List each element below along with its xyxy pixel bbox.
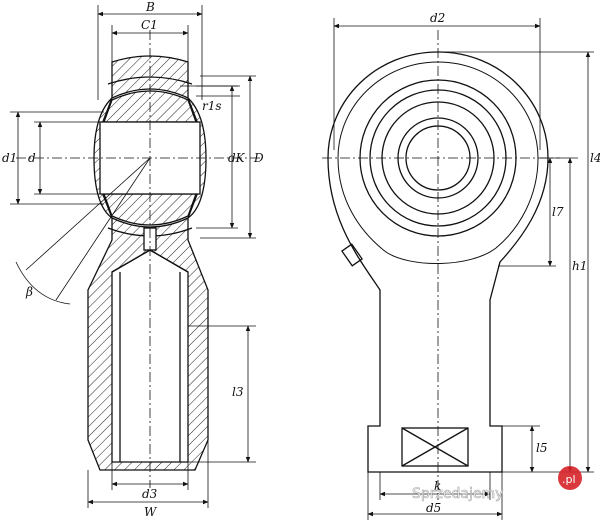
section-dimensions bbox=[10, 5, 256, 508]
label-d1: d1 bbox=[2, 151, 17, 165]
grease-nipple bbox=[341, 243, 363, 267]
cavity-top-right bbox=[149, 249, 189, 273]
housing-contour bbox=[337, 61, 539, 264]
label-l3: l3 bbox=[232, 385, 244, 399]
label-l4: l4 bbox=[590, 151, 600, 165]
label-l7: l7 bbox=[552, 205, 564, 219]
label-C1: C1 bbox=[141, 18, 158, 32]
label-d2: d2 bbox=[430, 11, 445, 25]
watermark-suffix: .pl bbox=[562, 473, 576, 486]
label-k: k bbox=[434, 479, 441, 493]
front-view bbox=[322, 30, 560, 500]
label-W: W bbox=[144, 505, 158, 519]
watermark: Sprzedajemy .pl bbox=[412, 466, 582, 502]
label-beta: β bbox=[25, 285, 33, 299]
label-l5: l5 bbox=[536, 441, 547, 455]
label-B: B bbox=[145, 0, 155, 14]
label-d: d bbox=[28, 151, 36, 165]
front-dimensions bbox=[333, 18, 594, 520]
cavity-top-left bbox=[111, 249, 151, 273]
ball-cap-bottom bbox=[103, 193, 197, 226]
wrench-flat bbox=[401, 427, 469, 467]
eye-outline bbox=[327, 51, 549, 473]
label-d5: d5 bbox=[426, 501, 441, 515]
watermark-badge bbox=[558, 466, 582, 490]
label-h1: h1 bbox=[572, 259, 587, 273]
wrench-flat-cross-2 bbox=[401, 427, 469, 467]
label-d3: d3 bbox=[142, 487, 158, 501]
label-r1s: r1s bbox=[202, 99, 222, 113]
watermark-text: Sprzedajemy bbox=[412, 486, 503, 502]
label-dK: dK bbox=[228, 151, 246, 165]
race-outline bbox=[107, 76, 193, 85]
section-view bbox=[16, 30, 262, 488]
label-D: D bbox=[253, 151, 264, 165]
